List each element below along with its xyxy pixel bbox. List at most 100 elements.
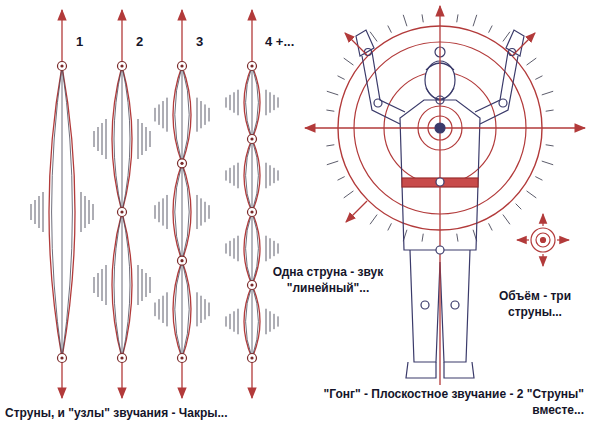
vibration-mark bbox=[163, 198, 164, 225]
node-dot bbox=[180, 259, 183, 262]
vibration-mark bbox=[238, 90, 239, 116]
node-knot bbox=[58, 62, 67, 71]
vibration-mark bbox=[159, 299, 160, 319]
target-ring bbox=[531, 228, 555, 252]
vibration-lens bbox=[49, 66, 75, 358]
node-dot bbox=[250, 64, 253, 67]
elbow-joint bbox=[374, 99, 382, 107]
vibration-mark bbox=[230, 314, 231, 329]
radiation-dash bbox=[370, 215, 377, 225]
knee-joint bbox=[451, 301, 459, 309]
radiation-dash bbox=[403, 15, 407, 26]
node-dot bbox=[250, 210, 253, 213]
vibration-mark bbox=[201, 198, 202, 225]
node-dot bbox=[180, 356, 183, 359]
vibration-mark bbox=[266, 90, 267, 116]
vibration-lens bbox=[246, 139, 259, 212]
node-dot bbox=[120, 210, 123, 213]
vibration-mark bbox=[226, 243, 227, 253]
vibration-mark bbox=[167, 292, 168, 326]
vibration-mark bbox=[102, 269, 103, 301]
string bbox=[31, 10, 93, 398]
vibration-mark bbox=[106, 119, 107, 159]
vibration-mark bbox=[230, 95, 231, 110]
node-dot bbox=[250, 137, 253, 140]
vibration-lens bbox=[52, 66, 73, 358]
vibration-mark bbox=[205, 299, 206, 319]
radiation-dash bbox=[503, 32, 510, 42]
radiation-dash bbox=[527, 191, 537, 198]
radiation-dash bbox=[503, 215, 510, 225]
vibration-mark bbox=[209, 303, 210, 317]
vibration-lens bbox=[175, 261, 189, 358]
vibration-mark bbox=[93, 204, 94, 220]
target-arrow bbox=[542, 214, 543, 226]
heart-target bbox=[428, 116, 452, 140]
vibration-mark bbox=[274, 168, 275, 183]
right-hand bbox=[506, 30, 524, 56]
vibration-lens bbox=[244, 66, 260, 139]
node-dot bbox=[120, 356, 123, 359]
target-arrow bbox=[517, 239, 529, 240]
node-knot bbox=[248, 354, 257, 363]
vibration-mark bbox=[234, 92, 235, 112]
vibration-mark bbox=[167, 98, 168, 132]
vibration-mark bbox=[89, 200, 90, 224]
elbow-joint bbox=[499, 99, 507, 107]
vibration-lens bbox=[173, 66, 191, 163]
node-dot bbox=[180, 162, 183, 165]
vibration-mark bbox=[197, 292, 198, 326]
radiation-dash bbox=[546, 110, 554, 111]
vibration-mark bbox=[209, 108, 210, 122]
vibration-mark bbox=[94, 131, 95, 147]
vibration-mark bbox=[155, 303, 156, 317]
radiation-dash bbox=[457, 234, 458, 242]
radiation-dash bbox=[489, 26, 493, 33]
vibration-mark bbox=[278, 243, 279, 253]
radiation-dash bbox=[527, 58, 537, 65]
string bbox=[226, 10, 278, 398]
vibration-mark bbox=[234, 311, 235, 331]
node-dot bbox=[250, 283, 253, 286]
vibration-mark bbox=[270, 311, 271, 331]
node-knot bbox=[178, 354, 187, 363]
vibration-mark bbox=[266, 236, 267, 262]
target-arrow bbox=[557, 239, 569, 240]
vibration-mark bbox=[226, 97, 227, 107]
node-knot bbox=[248, 281, 257, 290]
vibration-mark bbox=[238, 309, 239, 335]
vibration-mark bbox=[31, 204, 32, 220]
target-arrow bbox=[542, 254, 543, 266]
vibration-mark bbox=[278, 170, 279, 180]
radiation-dash bbox=[542, 161, 553, 165]
node-knot bbox=[178, 159, 187, 168]
vibration-mark bbox=[274, 241, 275, 256]
wrist-joint bbox=[365, 49, 372, 56]
vibration-lens bbox=[114, 212, 130, 358]
vibration-mark bbox=[155, 108, 156, 122]
note-text: "Гонг" - Плоскостное звучание - 2 "Струн… bbox=[318, 386, 584, 418]
note-text: Одна струна - звук "линейный"... bbox=[258, 264, 398, 296]
vibration-mark bbox=[142, 269, 143, 301]
string-number: 1 bbox=[76, 34, 83, 50]
vibration-mark bbox=[102, 123, 103, 155]
vibration-mark bbox=[238, 163, 239, 189]
vibration-mark bbox=[205, 202, 206, 222]
vibration-mark bbox=[35, 200, 36, 224]
node-knot bbox=[178, 62, 187, 71]
radiation-dash bbox=[422, 14, 423, 22]
radiation-dash bbox=[489, 223, 493, 230]
vibration-mark bbox=[266, 309, 267, 335]
string-arrow-up bbox=[251, 10, 252, 62]
heart-target bbox=[418, 106, 462, 150]
radiation-dash bbox=[327, 161, 338, 165]
node-dot bbox=[60, 356, 63, 359]
vibration-mark bbox=[106, 265, 107, 305]
node-dot bbox=[250, 356, 253, 359]
vibration-mark bbox=[98, 127, 99, 151]
radiation-dash bbox=[338, 177, 345, 181]
radiation-dash bbox=[457, 14, 458, 22]
radiation-dash bbox=[516, 204, 522, 210]
